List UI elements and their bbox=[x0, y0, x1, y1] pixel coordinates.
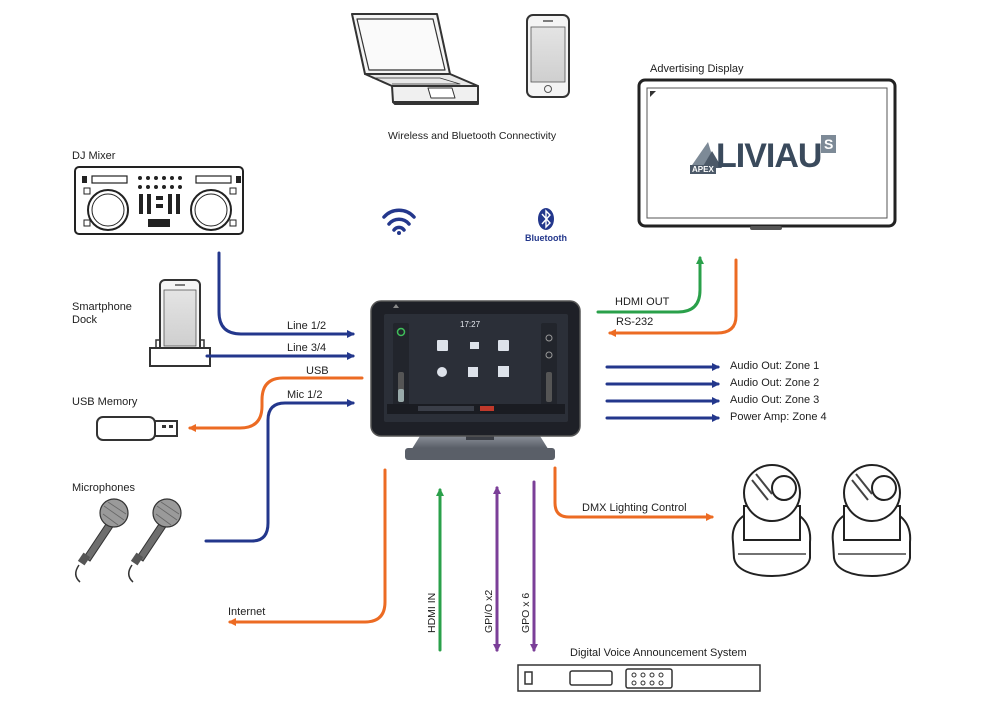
bluetooth-icon bbox=[538, 208, 554, 230]
phone-icon bbox=[526, 14, 570, 98]
usb-memory-icon bbox=[96, 416, 178, 441]
gpo-label: GPO x 6 bbox=[520, 592, 532, 633]
dmx-connection bbox=[553, 466, 714, 521]
apex-logo-text: APEX bbox=[690, 165, 716, 174]
hdmi-out-connection bbox=[596, 256, 704, 314]
liviau-logo-suffix: S bbox=[821, 135, 837, 153]
tablet-time: 17:27 bbox=[460, 320, 481, 329]
line-1-2-label: Line 1/2 bbox=[287, 320, 327, 332]
advertising-display-icon bbox=[637, 78, 897, 230]
smartphone-dock-icon bbox=[149, 279, 211, 367]
voice-announcement-label: Digital Voice Announcement System bbox=[570, 647, 747, 659]
microphones-icon bbox=[75, 498, 182, 583]
dmx-label: DMX Lighting Control bbox=[582, 502, 687, 514]
usb-label: USB bbox=[306, 365, 329, 377]
apex-logo-icon bbox=[690, 142, 722, 168]
line-1-2-connection bbox=[217, 251, 355, 338]
internet-connection bbox=[228, 468, 387, 626]
control-tablet bbox=[370, 300, 581, 460]
hdmi-out-label: HDMI OUT bbox=[615, 296, 670, 308]
line-3-4-label: Line 3/4 bbox=[287, 342, 327, 354]
advertising-display-label: Advertising Display bbox=[650, 63, 744, 75]
audio-zone1-label: Audio Out: Zone 1 bbox=[730, 360, 820, 372]
internet-label: Internet bbox=[228, 606, 266, 618]
moving-head-light-icon bbox=[831, 464, 912, 578]
laptop-icon bbox=[351, 13, 479, 105]
smartphone-dock-label: Smartphone Dock bbox=[72, 301, 132, 326]
usb-memory-label: USB Memory bbox=[72, 396, 138, 408]
audio-zone2-label: Audio Out: Zone 2 bbox=[730, 377, 820, 389]
dj-mixer-icon bbox=[74, 166, 244, 235]
mic-1-2-label: Mic 1/2 bbox=[287, 389, 323, 401]
hdmi-in-label: HDMI IN bbox=[426, 592, 438, 633]
gpio-label: GPI/O x2 bbox=[483, 589, 495, 633]
mic-1-2-connection bbox=[204, 399, 355, 543]
bluetooth-label: Bluetooth bbox=[525, 233, 567, 243]
moving-head-light-icon bbox=[731, 464, 812, 578]
microphones-label: Microphones bbox=[72, 482, 135, 494]
wireless-connectivity-label: Wireless and Bluetooth Connectivity bbox=[388, 130, 557, 142]
liviau-logo-text: LIVIAU bbox=[716, 137, 822, 175]
dj-mixer-label: DJ Mixer bbox=[72, 150, 116, 162]
voice-announcement-device-icon bbox=[517, 664, 761, 692]
usb-connection bbox=[188, 376, 364, 432]
rs232-connection bbox=[608, 258, 738, 337]
rs232-label: RS-232 bbox=[616, 316, 654, 328]
wifi-icon bbox=[382, 208, 416, 235]
power-amp-zone4-label: Power Amp: Zone 4 bbox=[730, 411, 827, 423]
audio-zone3-label: Audio Out: Zone 3 bbox=[730, 394, 820, 406]
